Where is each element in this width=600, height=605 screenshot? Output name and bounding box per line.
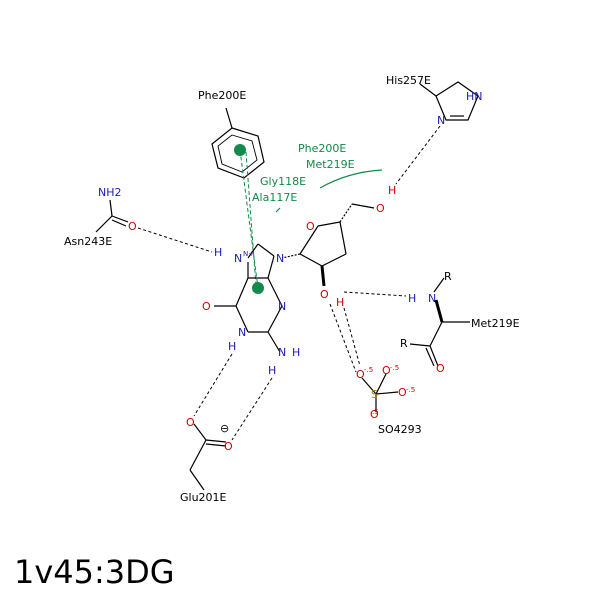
- met-o: O: [436, 362, 445, 375]
- amine-h2: H: [268, 364, 276, 377]
- so4-o2: O: [382, 364, 391, 377]
- so4-charge-3: -.5: [406, 386, 415, 394]
- so4-charge-4: .5: [372, 408, 379, 416]
- hydroxyl-h5: H: [388, 184, 396, 197]
- hydrophobic-phe200: Phe200E: [298, 142, 346, 155]
- ring-oxygen: O: [306, 220, 315, 233]
- so4-label: SO4293: [378, 423, 422, 436]
- n7-h: H: [214, 246, 222, 259]
- amine-n: N: [278, 346, 286, 359]
- hydrophobic-ala117: Ala117E: [252, 191, 297, 204]
- hydroxyl-o5: O: [376, 202, 385, 215]
- so4-charge-2: -.5: [390, 364, 399, 372]
- n3-label: N: [278, 300, 286, 313]
- amine-h1: H: [292, 346, 300, 359]
- hbond-his-oh: [395, 125, 441, 185]
- page-title: 1v45:3DG: [14, 553, 175, 591]
- met-r1: R: [444, 270, 452, 283]
- asn-nh2: NH2: [98, 186, 122, 199]
- n7-label: N: [234, 252, 242, 265]
- his257-label: His257E: [386, 74, 431, 87]
- met-h: H: [408, 292, 416, 305]
- purine-core: N N+ N N N H O N H H H: [202, 243, 300, 377]
- his-hn: HN: [466, 90, 483, 103]
- pi-stack-line: [239, 149, 259, 289]
- glu201-residue: O O ⊖ Glu201E: [180, 416, 233, 504]
- his257-residue: His257E HN N: [386, 74, 483, 127]
- phe200-label: Phe200E: [198, 89, 246, 102]
- so4-group: S O O O O -.5 -.5 -.5 .5 SO4293: [356, 364, 422, 436]
- carbonyl-o: O: [202, 300, 211, 313]
- glu-charge: ⊖: [220, 422, 229, 435]
- n7-charge: N+: [243, 250, 254, 258]
- hydrophobic-arc: [319, 169, 383, 189]
- so4-o3: O: [398, 386, 407, 399]
- met219-residue: H N R Met219E R O: [400, 270, 520, 375]
- hbond-glu-amine: [231, 377, 273, 441]
- asn243-residue: NH2 O Asn243E: [64, 186, 137, 248]
- glu-o1: O: [186, 416, 195, 429]
- hydrophobic-gly118: Gly118E: [260, 175, 306, 188]
- met219-label: Met219E: [471, 317, 520, 330]
- met-n: N: [428, 292, 436, 305]
- ribose-ring: O O H O H: [281, 184, 396, 309]
- n9-label: N: [276, 252, 284, 265]
- hbond-met-o3: [343, 291, 407, 297]
- glu201-label: Glu201E: [180, 491, 227, 504]
- hydroxyl-h3: H: [336, 296, 344, 309]
- hydrophobic-met219: Met219E: [306, 158, 355, 171]
- so4-o4: O: [370, 408, 379, 421]
- n1-h: H: [228, 340, 236, 353]
- hbond-glu-n1: [193, 353, 233, 417]
- met-r2: R: [400, 337, 408, 350]
- glu-o2: O: [224, 440, 233, 453]
- hydroxyl-o3: O: [320, 288, 329, 301]
- his-n: N: [437, 114, 445, 127]
- sulfur-atom: S: [371, 388, 378, 401]
- n1-label: N: [238, 326, 246, 339]
- asn-o: O: [128, 220, 137, 233]
- asn243-label: Asn243E: [64, 235, 112, 248]
- so4-o1: O: [356, 368, 365, 381]
- hbond-so4-o3: [343, 307, 361, 367]
- so4-charge-1: -.5: [364, 366, 373, 374]
- pi-centroid-ligand: [252, 282, 264, 294]
- hbond-asn-n7: [137, 227, 213, 253]
- phe200-ring: Phe200E: [198, 89, 265, 179]
